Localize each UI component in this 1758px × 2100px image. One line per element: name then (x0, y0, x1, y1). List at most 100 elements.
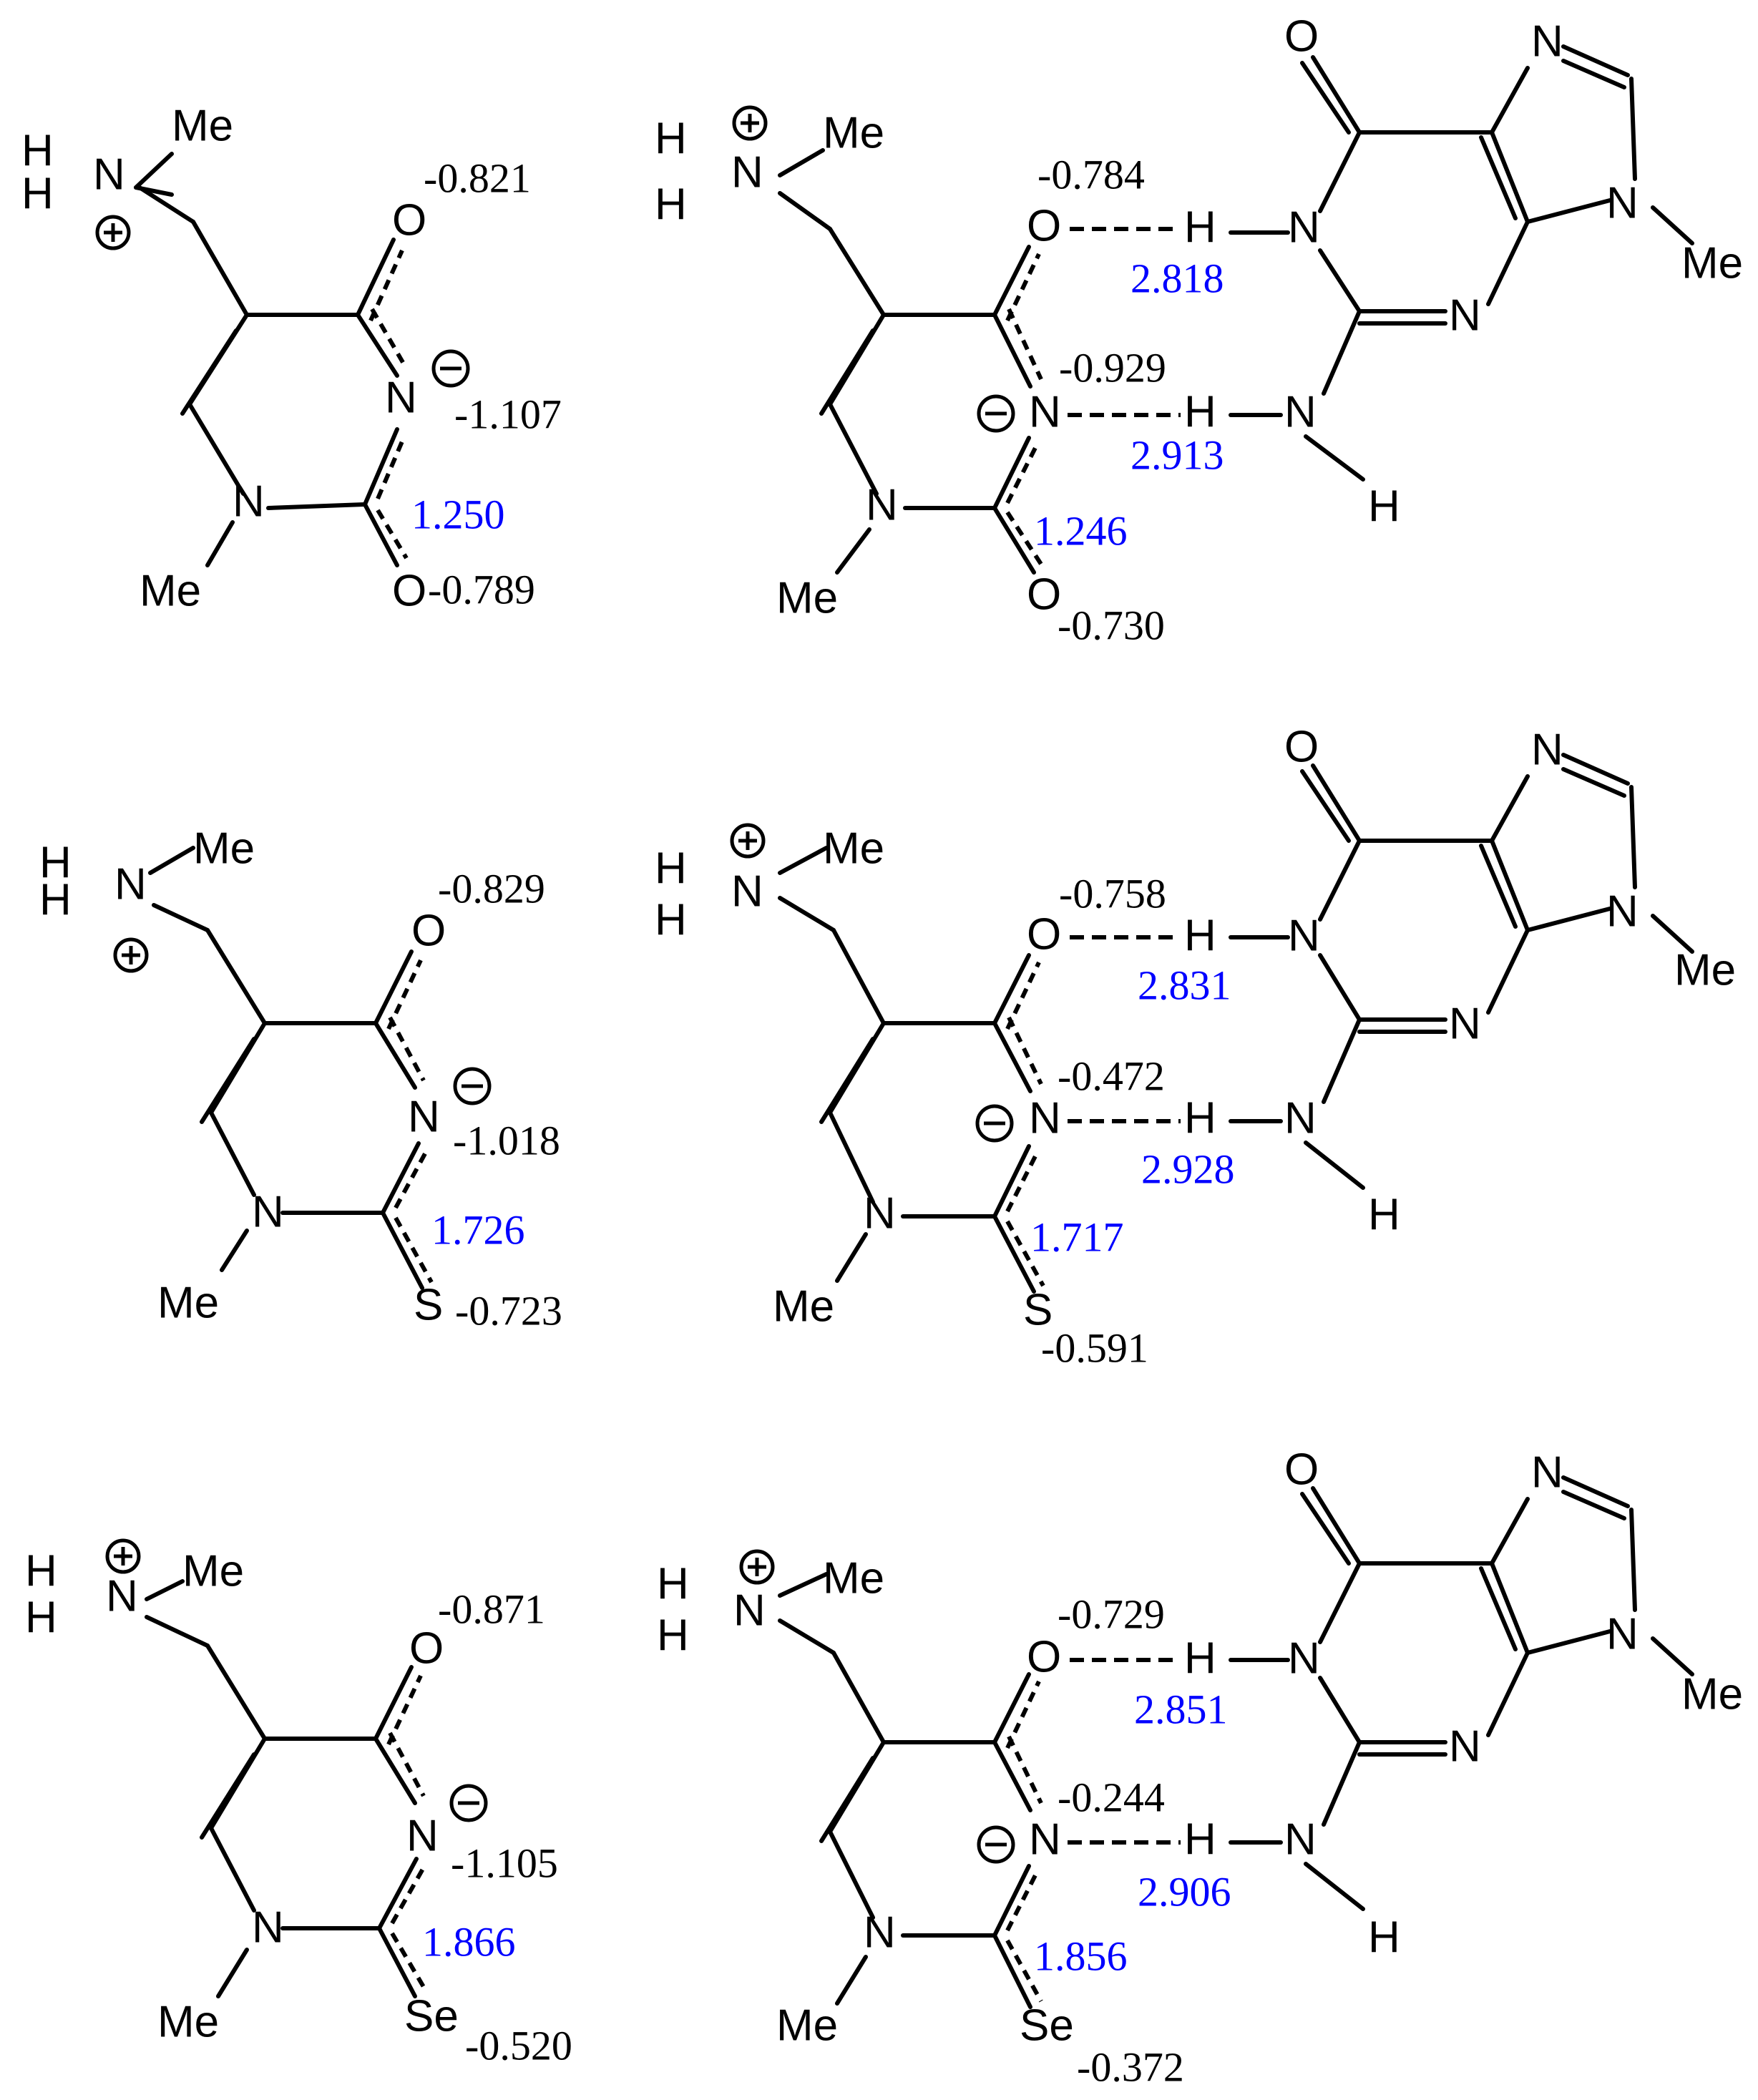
monomer-1-substituent-charge: -0.789 (428, 566, 535, 612)
complex-2-amine-me: Me (823, 824, 884, 873)
monomer-2-minus-charge-icon (453, 1067, 492, 1105)
complex-3-o4: O (1027, 1632, 1061, 1681)
complex-1-guanine-o6: O (1284, 11, 1319, 61)
complex-3-plus-charge-icon (739, 1549, 775, 1585)
monomer-2-amine-me: Me (193, 824, 255, 873)
complex-3-substituent-charge: -0.372 (1077, 2043, 1184, 2090)
complex-2-guanine-n7: N (1531, 725, 1563, 774)
complex-2-o4: O (1027, 909, 1061, 959)
monomer-2-amine-n: N (114, 859, 147, 909)
monomer-2-h-lower: H (39, 875, 72, 924)
monomer-3-n3-charge: -1.105 (451, 1840, 558, 1886)
complex-3-amine-n: N (733, 1586, 766, 1635)
monomer-2-n1: N (252, 1187, 284, 1236)
row-2: H H N Me O N N Me S -0.829 -1.018 1.726 … (39, 722, 1736, 1371)
monomer-3-h-upper: H (25, 1546, 57, 1596)
complex-2-substituent-charge: -0.591 (1041, 1324, 1148, 1371)
monomer-2-plus-charge-icon (113, 937, 149, 973)
complex-1-substituent-charge: -0.730 (1058, 602, 1165, 648)
monomer-3-minus-charge-icon (449, 1784, 488, 1822)
monomer-1-n3-charge: -1.107 (454, 391, 562, 437)
complex-3: H H N Me O N N Me Se -0.729 -0.244 1.856… (657, 1445, 1743, 2090)
monomer-2-n3: N (408, 1092, 440, 1141)
monomer-2-n3-charge: -1.018 (453, 1117, 560, 1163)
monomer-3-n1: N (252, 1903, 284, 1952)
complex-1-n3-charge: -0.929 (1059, 344, 1166, 391)
monomer-3-amine-n: N (106, 1571, 138, 1621)
complex-3-guanine-n1: N (1288, 1633, 1320, 1683)
complex-1-guanine-n3: N (1449, 290, 1481, 340)
complex-3-hbond-h2: H (1184, 1815, 1216, 1864)
complex-2-guanine-amino-h: H (1368, 1190, 1400, 1239)
complex-1-guanine-n9: N (1606, 178, 1639, 228)
complex-1-guanine-amino-n: N (1284, 387, 1317, 436)
monomer-3-n3: N (406, 1811, 439, 1860)
monomer-1-o4: O (392, 195, 426, 245)
complex-2-n3-charge: -0.472 (1058, 1053, 1165, 1099)
monomer-1-o4-charge: -0.821 (424, 155, 531, 201)
complex-1-amine-n: N (731, 147, 763, 197)
complex-2-h-lower: H (655, 895, 687, 944)
monomer-3: H H N Me O N N Me Se -0.871 -1.105 1.866… (25, 1538, 572, 2069)
complex-3-hbond1-length: 2.851 (1134, 1686, 1228, 1732)
monomer-1-h-upper: H (21, 126, 54, 175)
monomer-2-c2-bond-length: 1.726 (431, 1206, 525, 1253)
complex-3-guanine-n7: N (1531, 1447, 1563, 1497)
complex-3-minus-charge-icon (977, 1825, 1015, 1864)
row-1: H H N Me O N N Me O -0.821 -1.107 1.250 … (21, 11, 1743, 648)
monomer-2-c2-substituent: S (414, 1280, 443, 1329)
complex-3-guanine-amino-n: N (1284, 1815, 1317, 1864)
complex-3-h-upper: H (657, 1559, 689, 1608)
monomer-2-h-upper: H (39, 838, 72, 887)
monomer-2-o4-charge: -0.829 (438, 865, 545, 912)
complex-3-o4-charge: -0.729 (1058, 1591, 1165, 1637)
complex-1-plus-charge-icon (732, 105, 768, 141)
complex-2-h-upper: H (655, 844, 687, 893)
complex-1-amine-me: Me (823, 108, 884, 157)
monomer-2-substituent-charge: -0.723 (455, 1287, 562, 1334)
monomer-1-c2-substituent: O (392, 566, 426, 615)
complex-1-h-lower: H (655, 180, 687, 229)
complex-3-n3-charge: -0.244 (1058, 1774, 1165, 1820)
complex-2-o4-charge: -0.758 (1059, 870, 1166, 917)
complex-1-h-upper: H (655, 114, 687, 163)
monomer-3-plus-charge-icon (105, 1538, 141, 1574)
complex-2-guanine-n9: N (1606, 887, 1639, 936)
complex-2-guanine-amino-n: N (1284, 1093, 1317, 1143)
complex-1-c2-bond-length: 1.246 (1034, 507, 1128, 554)
complex-2-amine-n: N (731, 866, 763, 916)
complex-3-c2-substituent: Se (1020, 2001, 1074, 2050)
monomer-3-o4-charge: -0.871 (438, 1586, 545, 1632)
monomer-2-o4: O (411, 906, 446, 955)
monomer-1-minus-charge-icon (431, 349, 470, 388)
monomer-1-plus-charge-icon (95, 215, 131, 250)
complex-1-hbond1-length: 2.818 (1131, 255, 1224, 301)
complex-2-n3: N (1029, 1093, 1061, 1143)
complex-3-guanine-n9: N (1606, 1609, 1639, 1659)
complex-2-n1: N (864, 1188, 896, 1238)
complex-2-n1-me: Me (773, 1281, 834, 1331)
complex-3-n3: N (1029, 1815, 1061, 1864)
complex-1-o4: O (1027, 201, 1061, 250)
monomer-3-o4: O (409, 1623, 444, 1673)
complex-3-n1: N (864, 1908, 896, 1957)
monomer-2: H H N Me O N N Me S -0.829 -1.018 1.726 … (39, 824, 562, 1334)
complex-1-n1-me: Me (776, 573, 838, 622)
complex-1-c2-substituent: O (1027, 570, 1061, 619)
monomer-1-c2-bond-length: 1.250 (411, 491, 505, 537)
monomer-2-n1-me: Me (157, 1278, 219, 1327)
complex-1-o4-charge: -0.784 (1037, 151, 1145, 197)
complex-2-minus-charge-icon (975, 1104, 1014, 1143)
complex-2-guanine-me: Me (1674, 945, 1736, 995)
complex-3-amine-me: Me (823, 1553, 884, 1603)
monomer-1-n3: N (385, 373, 417, 422)
complex-2-plus-charge-icon (730, 823, 766, 859)
complex-3-c2-bond-length: 1.856 (1034, 1933, 1128, 1979)
complex-3-guanine-n3: N (1449, 1721, 1481, 1771)
complex-1-minus-charge-icon (977, 394, 1015, 433)
complex-3-n1-me: Me (776, 2001, 838, 2050)
monomer-3-c2-substituent: Se (404, 1991, 459, 2041)
complex-1-guanine-n1: N (1288, 202, 1320, 252)
complex-2-guanine-n1: N (1288, 911, 1320, 960)
